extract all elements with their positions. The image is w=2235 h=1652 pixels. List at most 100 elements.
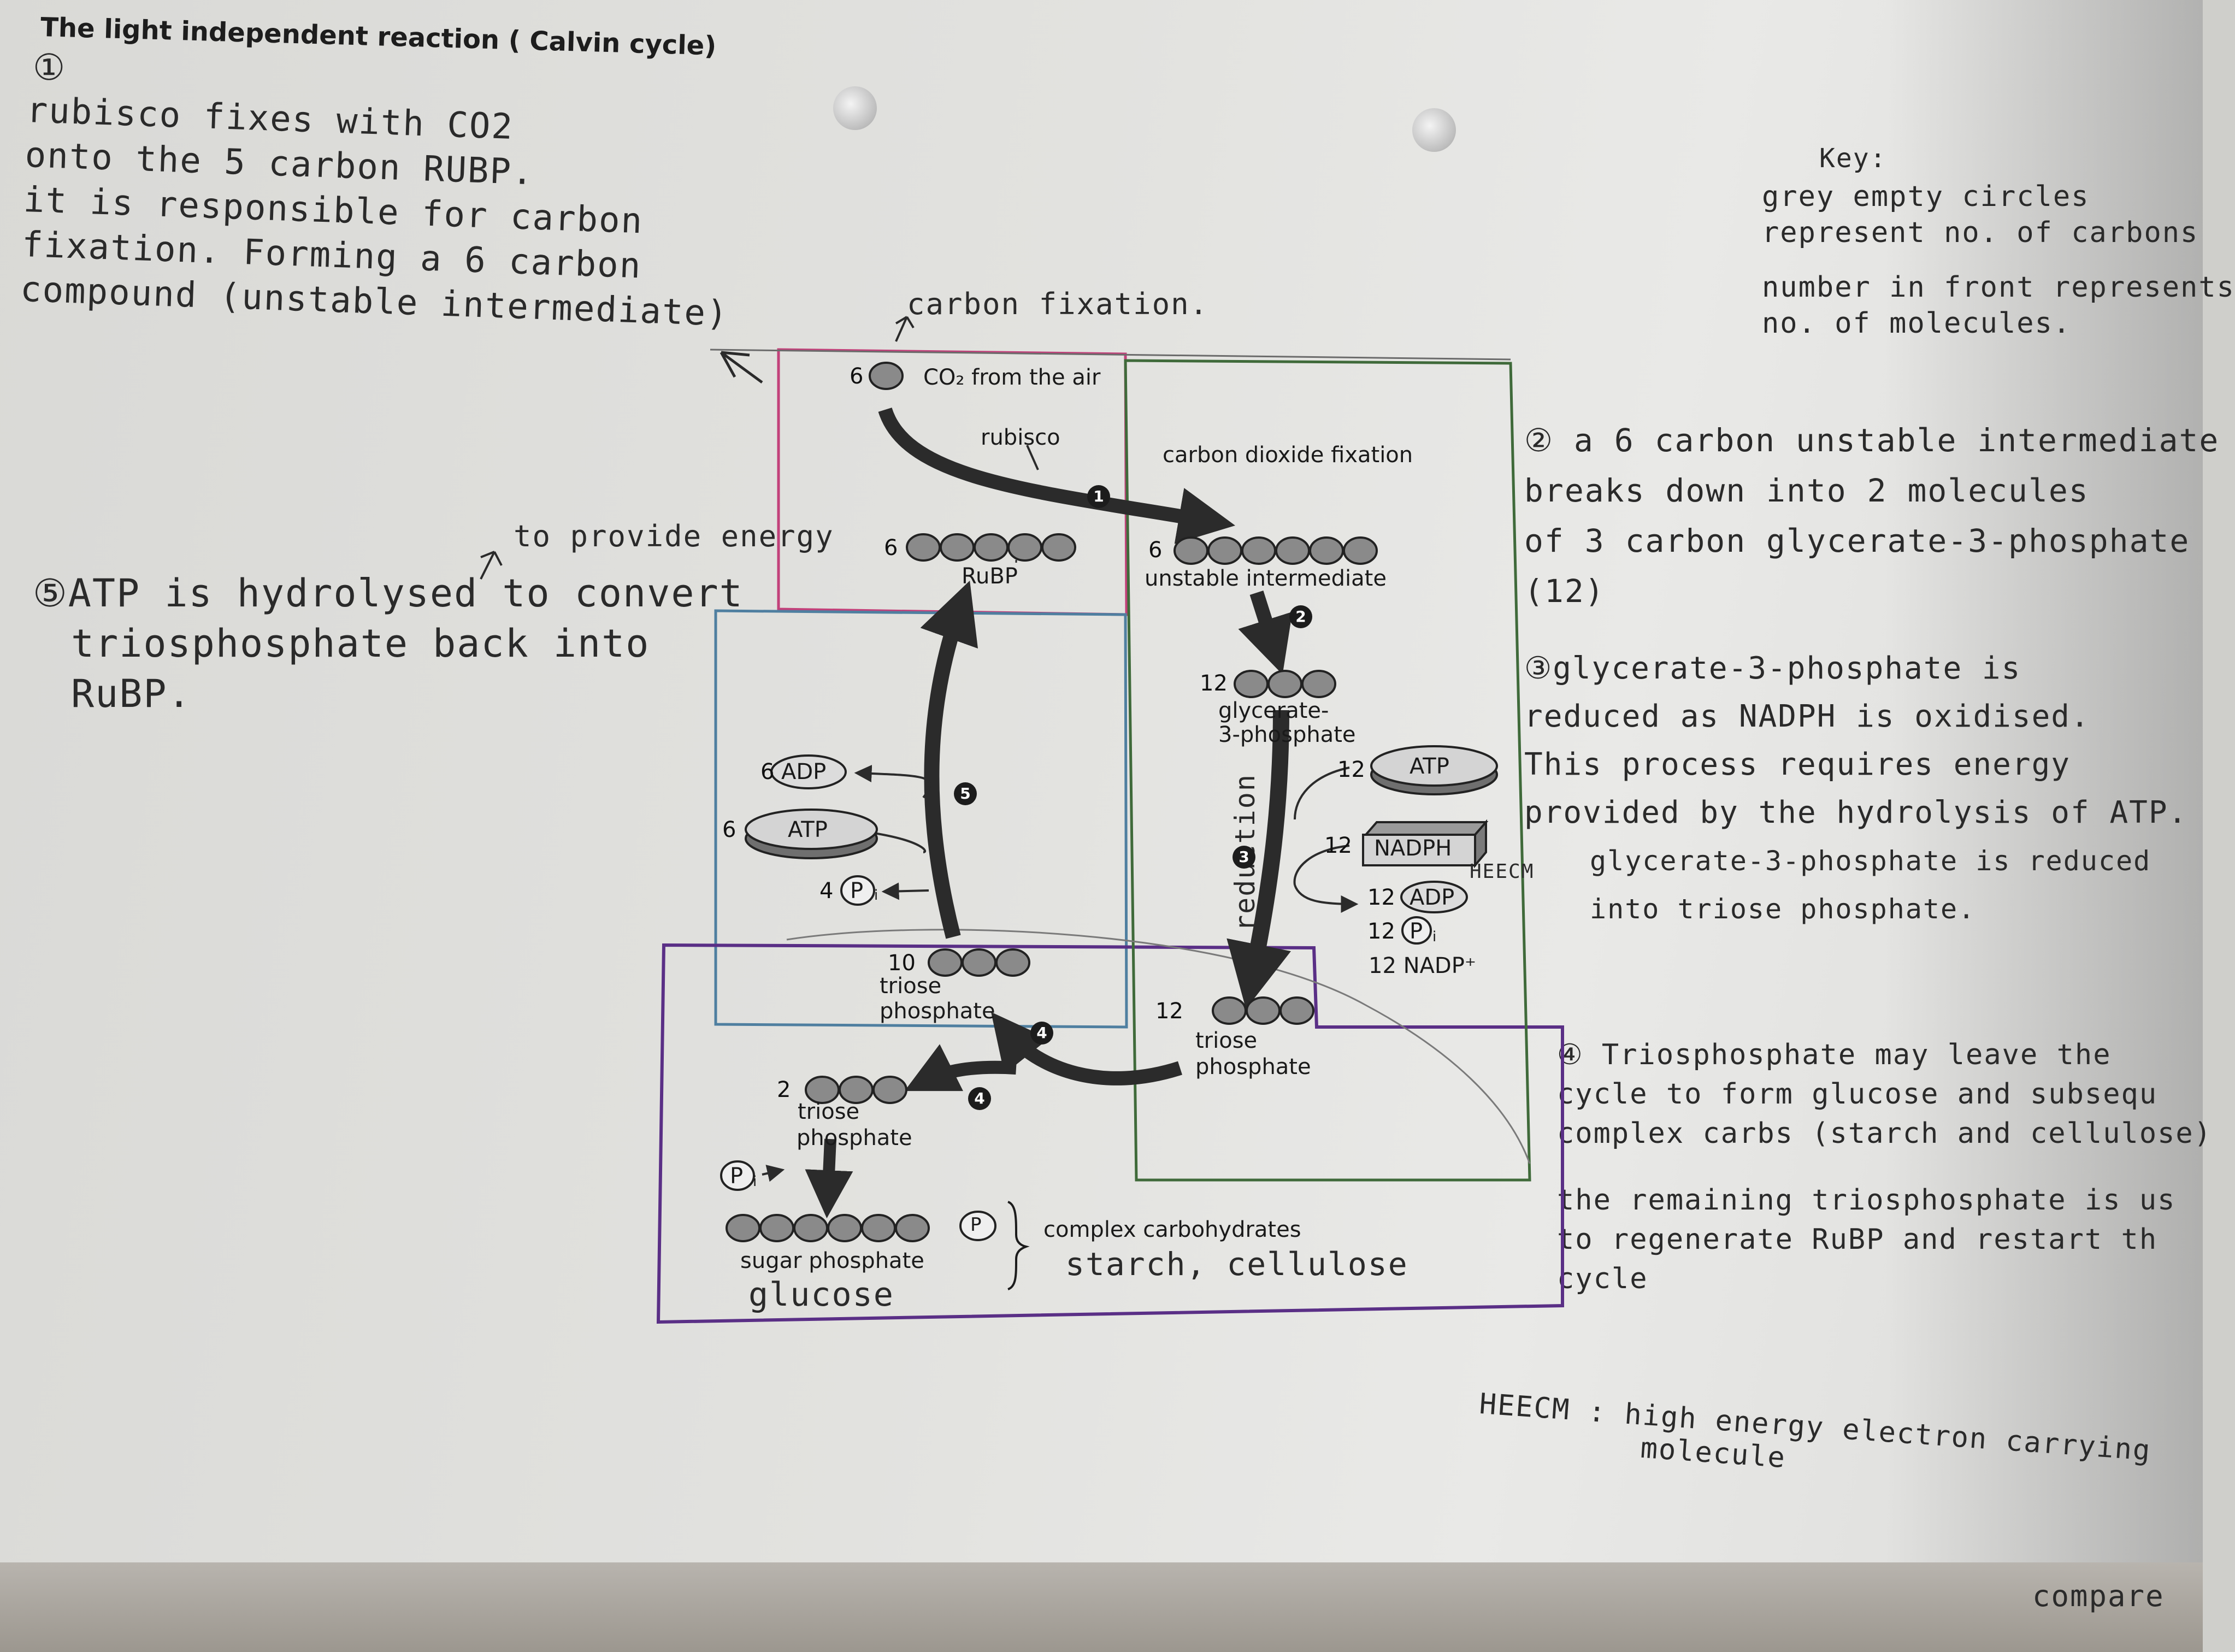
pi-out-label: P <box>730 1164 744 1189</box>
shadow <box>1885 0 2203 1652</box>
tp-left-label: triose <box>880 974 942 999</box>
g3p-molecule <box>1234 670 1336 698</box>
table-surface <box>0 1562 2203 1652</box>
key-line: no. of molecules. <box>1762 307 2072 340</box>
purple-box <box>656 943 1564 1324</box>
reduction-arrow <box>1226 710 1291 1010</box>
rubisco-label: rubisco <box>981 425 1060 450</box>
punch-hole <box>833 86 877 130</box>
pi-right-shape <box>1401 916 1432 945</box>
nadph-arrow <box>1293 845 1350 886</box>
fixation-arrow <box>878 407 1235 544</box>
step3-line: provided by the hydrolysis of ATP. <box>1524 795 2188 830</box>
pencil-line <box>710 349 1511 361</box>
step4-line: complex carbs (starch and cellulose) <box>1557 1117 2213 1150</box>
step4-line: the remaining triosphosphate is us <box>1557 1184 2176 1217</box>
fixation-label: carbon dioxide fixation <box>1163 442 1413 468</box>
glucose-annotation: glucose <box>748 1276 894 1314</box>
tp-right-label: phosphate <box>1195 1054 1311 1079</box>
annotation-arrow <box>480 551 503 580</box>
step-badge: 4 <box>1030 1022 1053 1045</box>
nadph-label: NADPH <box>1374 836 1452 861</box>
step4-line: cycle to form glucose and subsequ <box>1557 1078 2158 1111</box>
exit-arrow <box>904 1044 1017 1092</box>
triose-phosphate-left-molecule <box>928 948 1030 977</box>
pi-out-subscript: i <box>753 1173 757 1190</box>
key-title: Key: <box>1819 143 1887 174</box>
step-badge: 5 <box>954 782 977 805</box>
step3-notes: ③glycerate-3-phosphate is reduced as NAD… <box>1524 645 2187 933</box>
co2-molecule <box>869 362 904 390</box>
brace <box>1007 1201 1030 1290</box>
pi-arrow <box>881 882 929 900</box>
step3-line: glycerate-3-phosphate is reduced <box>1590 845 2151 877</box>
key-notes: grey empty circles represent no. of carb… <box>1762 180 2235 340</box>
step2-line: (12) <box>1524 573 1605 610</box>
adp-left-count: 6 <box>760 759 775 784</box>
pi-right-subscript: i <box>1432 929 1437 945</box>
nadph-shape <box>1362 819 1489 869</box>
step1-marker: ① <box>33 46 67 88</box>
unstable-count: 6 <box>1148 538 1163 563</box>
pi-out-shape <box>720 1160 755 1191</box>
sugar-p-label: P <box>970 1214 982 1236</box>
step3-line: ③glycerate-3-phosphate is <box>1524 651 2021 686</box>
pi-right-count: 12 <box>1367 919 1395 944</box>
complex-carbohydrates-label: complex carbohydrates <box>1043 1217 1301 1242</box>
atp-left-shape <box>745 809 878 859</box>
tp-out-count: 2 <box>777 1077 791 1102</box>
annotation-arrow <box>895 316 915 342</box>
atp-right-label: ATP <box>1410 754 1449 779</box>
heecm-note: HEECM <box>1470 860 1535 883</box>
carbon-fixation-annotation: carbon fixation. <box>907 287 1209 321</box>
step5-line: RuBP. <box>71 671 192 716</box>
pi-left-shape <box>840 875 875 906</box>
nadph-count: 12 <box>1324 833 1352 858</box>
atp-right-shape <box>1370 745 1498 795</box>
step2-line: breaks down into 2 molecules <box>1524 472 2089 509</box>
nadp-plus-label: 12 NADP⁺ <box>1369 953 1476 978</box>
atp-left-label: ATP <box>788 817 828 842</box>
key-line: represent no. of carbons <box>1762 216 2199 249</box>
step5-line: triosphosphate back into <box>71 621 650 666</box>
sugar-phosphate-molecule <box>726 1211 996 1242</box>
co2-count: 6 <box>850 364 864 389</box>
step2-notes: ② a 6 carbon unstable intermediate break… <box>1524 415 2219 616</box>
triose-phosphate-out-molecule <box>805 1076 907 1104</box>
glucose-arrow <box>805 1138 853 1219</box>
g3p-label: glycerate- <box>1218 698 1329 723</box>
step-badge: 4 <box>968 1087 991 1110</box>
starch-cellulose-annotation: starch, cellulose <box>1065 1246 1408 1283</box>
step-badge: 1 <box>1087 485 1110 508</box>
pi-out-arrow <box>762 1165 785 1182</box>
step3-line: into triose phosphate. <box>1590 893 1976 925</box>
rubp-count: 6 <box>884 535 898 560</box>
exit-arrow <box>990 1012 1182 1085</box>
step-badge: 3 <box>1233 846 1255 869</box>
rubp-label: RuBP <box>962 564 1018 589</box>
breakdown-arrow <box>1238 591 1293 675</box>
step5-notes: ⑤ATP is hydrolysed to convert triosphosp… <box>33 571 744 716</box>
bottom-fragment: compare <box>2032 1579 2165 1613</box>
step4-line: cycle <box>1557 1262 1648 1295</box>
key-line: number in front represents <box>1762 271 2235 304</box>
step2-line: of 3 carbon glycerate-3-phosphate <box>1524 522 2190 559</box>
triose-phosphate-right-molecule <box>1212 996 1314 1025</box>
pi-left-count: 4 <box>819 878 834 904</box>
adp-right-count: 12 <box>1367 885 1395 910</box>
green-box <box>1124 359 1531 1182</box>
annotation-arrow <box>720 351 763 384</box>
step3-line: This process requires energy <box>1524 747 2071 782</box>
adp-right-shape <box>1400 881 1468 913</box>
pi-left-label: P <box>850 878 864 904</box>
atp-arrow <box>874 832 927 853</box>
sugar-phosphate-label: sugar phosphate <box>740 1248 924 1273</box>
blue-box <box>714 609 1128 1029</box>
unstable-label: unstable intermediate <box>1145 566 1387 591</box>
atp-left-count: 6 <box>722 817 736 842</box>
adp-right-label: ADP <box>1410 885 1455 910</box>
tp-right-count: 12 <box>1155 999 1183 1024</box>
g3p-label: 3-phosphate <box>1218 722 1356 747</box>
co2-label: CO₂ from the air <box>923 365 1101 390</box>
